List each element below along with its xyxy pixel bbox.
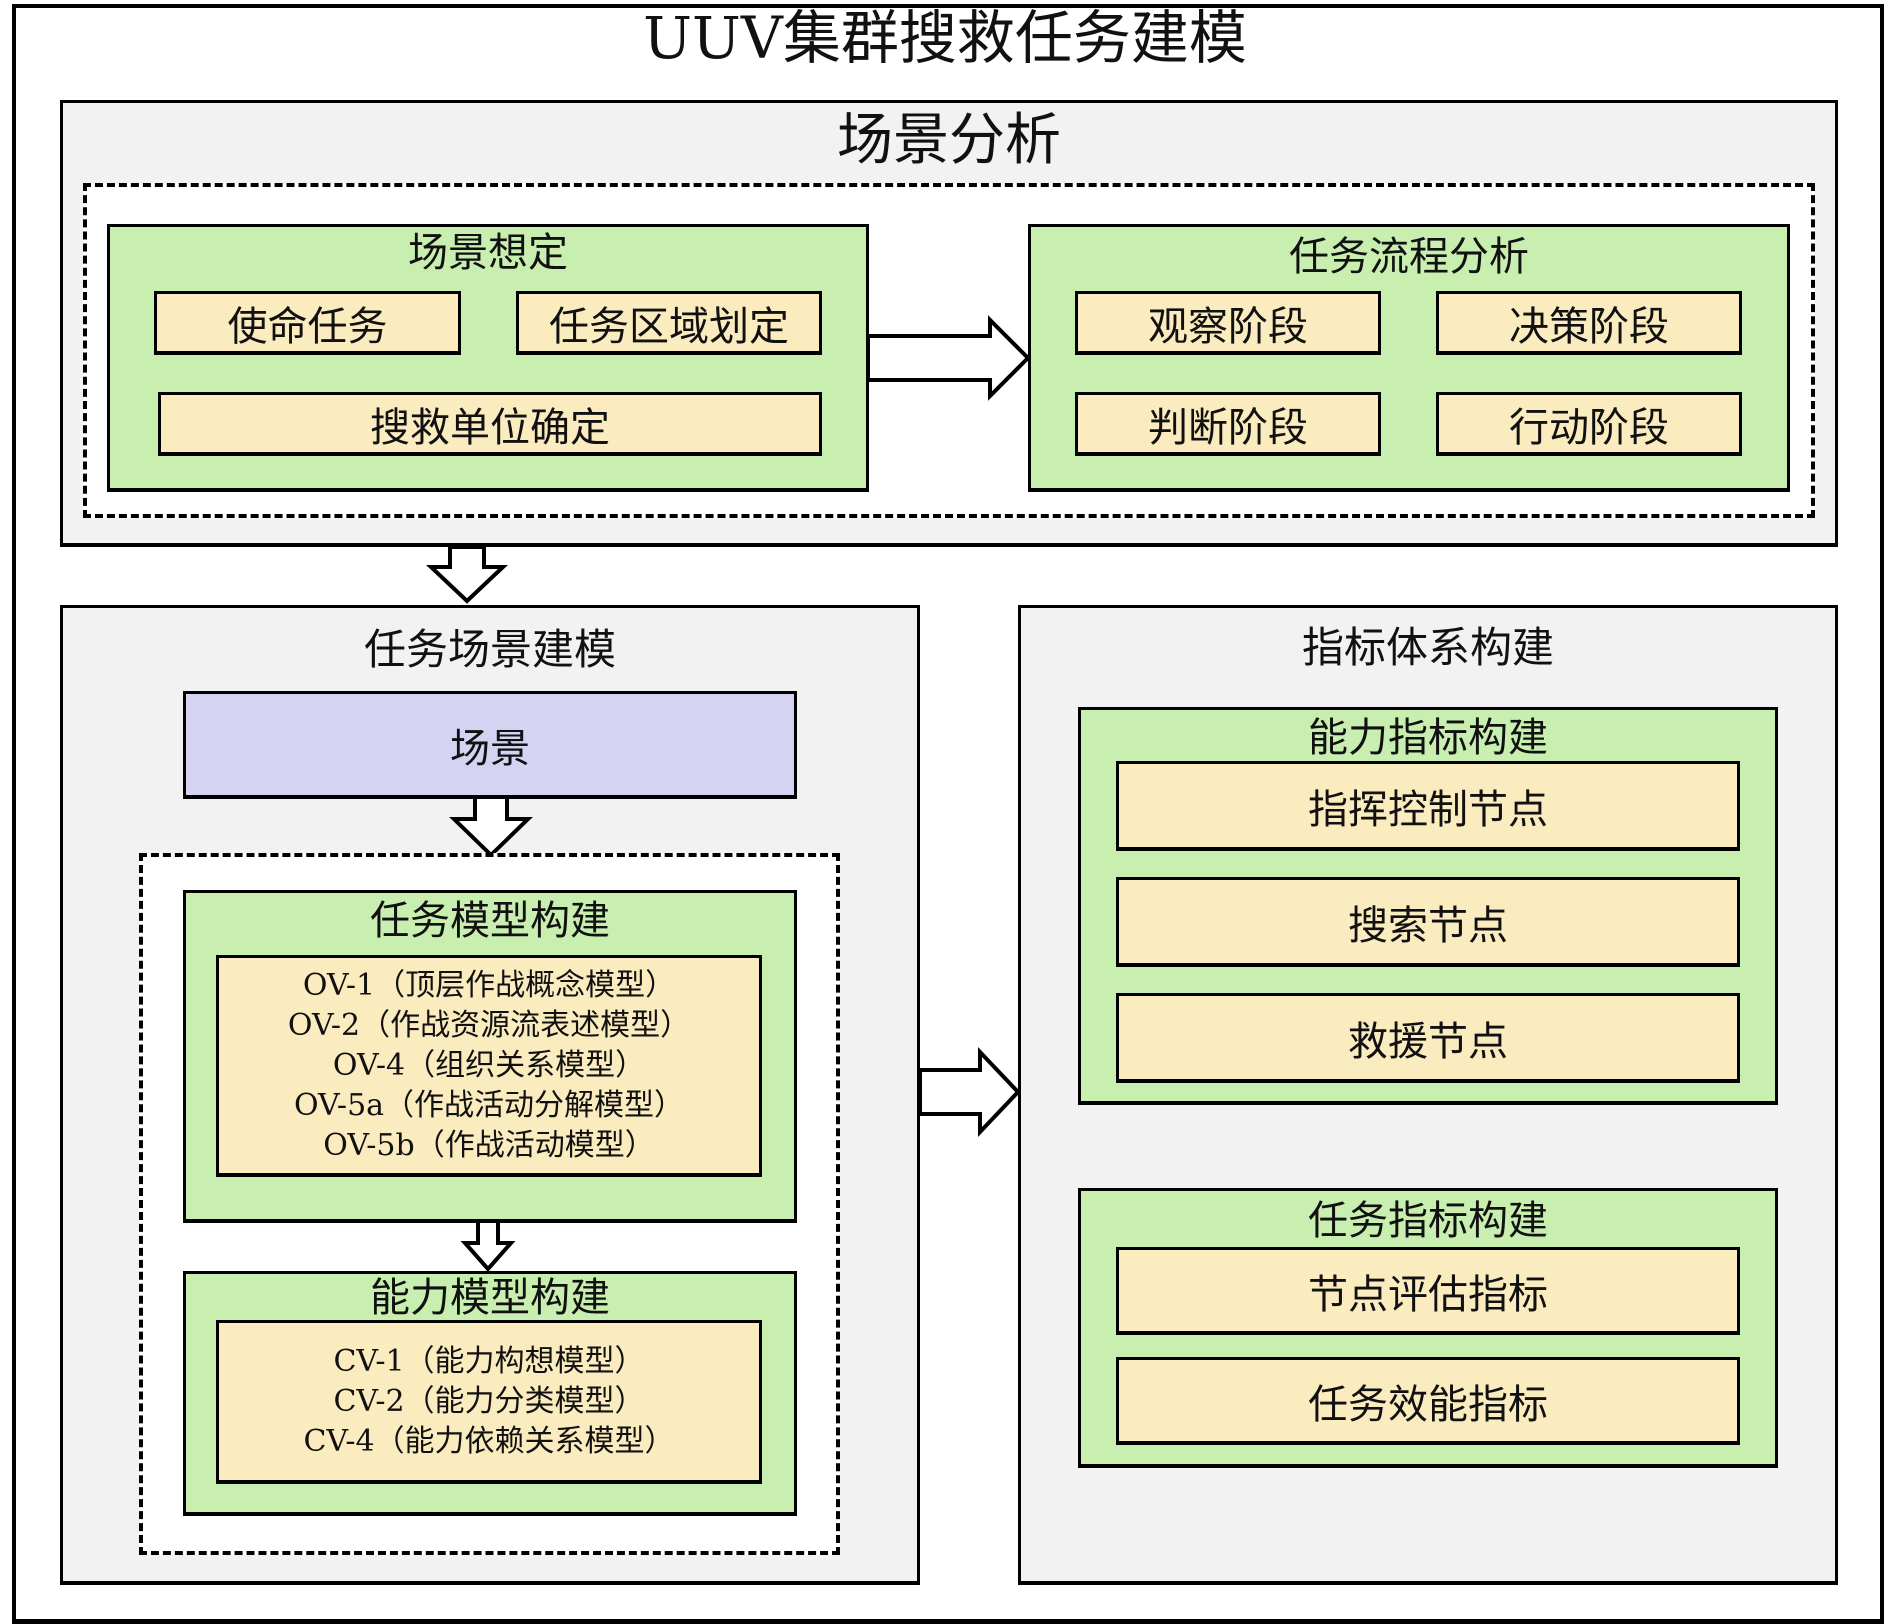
act-phase-box: 行动阶段 [1436, 392, 1742, 456]
cv4-line: CV-4（能力依赖关系模型） [303, 1423, 675, 1459]
judge-phase-box: 判断阶段 [1075, 392, 1381, 456]
ov1-line: OV-1（顶层作战概念模型） [302, 967, 676, 1003]
arrow-down-icon [425, 545, 509, 604]
task-area-box: 任务区域划定 [516, 291, 822, 355]
task-model-title: 任务模型构建 [370, 898, 610, 944]
operational-views-box: OV-1（顶层作战概念模型） OV-2（作战资源流表述模型） OV-4（组织关系… [216, 955, 762, 1177]
scene-analysis-title: 场景分析 [837, 108, 1061, 173]
diagram-title: UUV集群搜救任务建模 [643, 4, 1247, 72]
cv2-line: CV-2（能力分类模型） [333, 1383, 645, 1419]
task-scene-modeling-title: 任务场景建模 [363, 625, 616, 674]
arrow-right-icon [866, 315, 1031, 401]
mission-task-box: 使命任务 [154, 291, 461, 355]
ov2-line: OV-2（作战资源流表述模型） [287, 1007, 691, 1043]
arrow-down-icon [449, 795, 533, 858]
task-flow-title: 任务流程分析 [1289, 234, 1529, 280]
ov5a-line: OV-5a（作战活动分解模型） [293, 1087, 685, 1123]
capability-indicators-title: 能力指标构建 [1308, 715, 1548, 761]
node-evaluation-indicator-box: 节点评估指标 [1116, 1247, 1740, 1335]
decide-phase-box: 决策阶段 [1436, 291, 1742, 355]
observe-phase-box: 观察阶段 [1075, 291, 1381, 355]
arrow-right-icon [918, 1046, 1021, 1138]
scene-assumption-title: 场景想定 [408, 230, 568, 276]
capability-views-box: CV-1（能力构想模型） CV-2（能力分类模型） CV-4（能力依赖关系模型） [216, 1320, 762, 1484]
task-effectiveness-indicator-box: 任务效能指标 [1116, 1357, 1740, 1445]
search-node-box: 搜索节点 [1116, 877, 1740, 967]
cv1-line: CV-1（能力构想模型） [333, 1343, 645, 1379]
capability-model-title: 能力模型构建 [370, 1275, 610, 1321]
rescue-unit-box: 搜救单位确定 [158, 392, 822, 456]
arrow-down-icon [460, 1219, 516, 1273]
indicator-system-title: 指标体系构建 [1301, 623, 1554, 672]
command-control-node-box: 指挥控制节点 [1116, 761, 1740, 851]
task-indicators-title: 任务指标构建 [1308, 1198, 1548, 1244]
scene-box: 场景 [183, 691, 797, 799]
rescue-node-box: 救援节点 [1116, 993, 1740, 1083]
ov5b-line: OV-5b（作战活动模型） [323, 1127, 655, 1163]
ov4-line: OV-4（组织关系模型） [332, 1047, 646, 1083]
